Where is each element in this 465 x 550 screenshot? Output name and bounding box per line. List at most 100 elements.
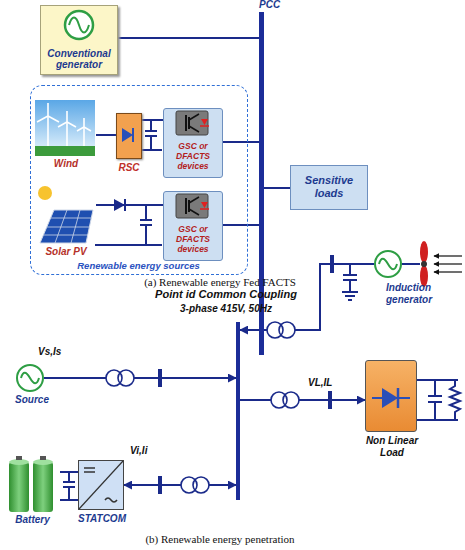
grid-line (47, 227, 90, 228)
capacitor-lead (150, 120, 152, 131)
diode-bar (132, 128, 134, 142)
ground-line (348, 299, 352, 301)
transformer-fill (279, 322, 295, 338)
load-box: Sensitive loads (290, 165, 368, 210)
node-label: STATCOM (66, 513, 138, 525)
igbt-symbol (176, 111, 209, 135)
connector-line (223, 224, 259, 226)
bus-tick (158, 476, 162, 494)
ground-line (345, 295, 355, 297)
igbt-gate (185, 198, 187, 214)
battery-cell (33, 462, 53, 512)
capacitor-plate (428, 395, 442, 397)
gsc-box: GSC or DFACTS devices (163, 108, 223, 178)
wind-arrow (434, 271, 462, 272)
transformer-winding (283, 392, 299, 408)
transformer-symbol (106, 370, 134, 386)
igbt-lead (189, 197, 199, 203)
generator-circle (65, 11, 93, 39)
node-label: Conventional generator (41, 48, 117, 70)
igbt-body (176, 111, 208, 135)
resistor-symbol (450, 380, 460, 420)
solar-source: Solar PV (36, 186, 96, 258)
connector-line (96, 134, 116, 136)
capacitor-lead (150, 136, 152, 150)
induction-generator: Induction generator (374, 250, 402, 278)
transformer-fill (118, 370, 134, 386)
converter-diagonal (79, 461, 123, 509)
igbt-diode (201, 202, 208, 208)
grid-line (44, 235, 88, 236)
node-label: PCC (259, 0, 280, 10)
igbt-body (176, 194, 208, 218)
dc-rail (95, 244, 162, 246)
igbt-diode-bar (200, 208, 209, 210)
igbt-channel (188, 200, 190, 212)
wind-ground (35, 146, 95, 156)
capacitor-plate (145, 130, 157, 132)
transformer-winding (118, 370, 134, 386)
connector-line (118, 37, 259, 39)
ac-sign (105, 498, 117, 502)
capacitor-plate (343, 274, 357, 276)
rectifier-bar (397, 388, 400, 408)
node-label: Wind (36, 158, 96, 169)
node-label: GSC or DFACTS devices (164, 141, 222, 171)
capacitor-lead (434, 402, 436, 420)
connector-line (240, 399, 365, 401)
capacitor-lead (145, 205, 147, 220)
pcc-bus: Point id Common Coupling3-phase 415V, 50… (236, 322, 240, 500)
gsc-box: GSC or DFACTS devices (163, 191, 223, 261)
wind-sky (35, 100, 95, 148)
node-label: RSC (109, 162, 149, 173)
grid-line (51, 218, 92, 219)
signal-label: Vi,Ii (130, 445, 147, 457)
diode-symbol (122, 128, 133, 142)
wind-arrow (434, 263, 462, 264)
grid-line (71, 210, 80, 243)
signal-label: Vs,Is (38, 346, 61, 358)
propeller-blade (420, 241, 428, 263)
rectifier-diode (382, 388, 398, 408)
turbine-blade (84, 127, 91, 131)
igbt-channel (188, 117, 190, 129)
igbt-diode-bar (200, 125, 209, 127)
capacitor-lead (349, 264, 351, 275)
solar-panel (40, 210, 93, 243)
capacitor-plate (63, 481, 75, 483)
generator-box: Conventional generator (40, 5, 118, 75)
node-label: Solar PV (36, 246, 96, 257)
capacitor-lead (68, 472, 70, 482)
node-label: Renewable energy sources (31, 260, 246, 271)
sine-wave (69, 18, 89, 33)
igbt-lead (189, 114, 199, 120)
turbine-tower (83, 127, 85, 146)
transformer-fill (193, 477, 209, 493)
statcom-box: STATCOM (78, 460, 124, 510)
bus-tick (328, 391, 332, 409)
capacitor-plate (140, 219, 152, 221)
battery-top (33, 459, 53, 465)
node-label: Source (9, 394, 55, 406)
node-label: GSC or DFACTS devices (164, 224, 222, 254)
rectifier-lead (372, 397, 410, 399)
transformer-symbol (181, 477, 209, 493)
propeller-hub (421, 261, 427, 267)
igbt-gate (185, 115, 187, 131)
capacitor-lead (68, 487, 70, 500)
turbine-blade (66, 111, 68, 122)
turbine-blade (58, 122, 67, 127)
battery-cell (9, 462, 29, 512)
rsc-box: RSC (116, 113, 142, 159)
figure-caption: (a) Renewable energy Fed FACTS (100, 276, 340, 289)
transformer-symbol (267, 322, 295, 338)
node-label: Battery (5, 514, 60, 526)
transformer-winding (279, 322, 295, 338)
turbine-tower (47, 116, 49, 146)
sine-wave (21, 373, 39, 384)
dc-rail (417, 419, 458, 421)
source-generator: Source (16, 364, 44, 392)
diode-symbol (114, 199, 125, 211)
battery-source: Battery (5, 452, 60, 527)
